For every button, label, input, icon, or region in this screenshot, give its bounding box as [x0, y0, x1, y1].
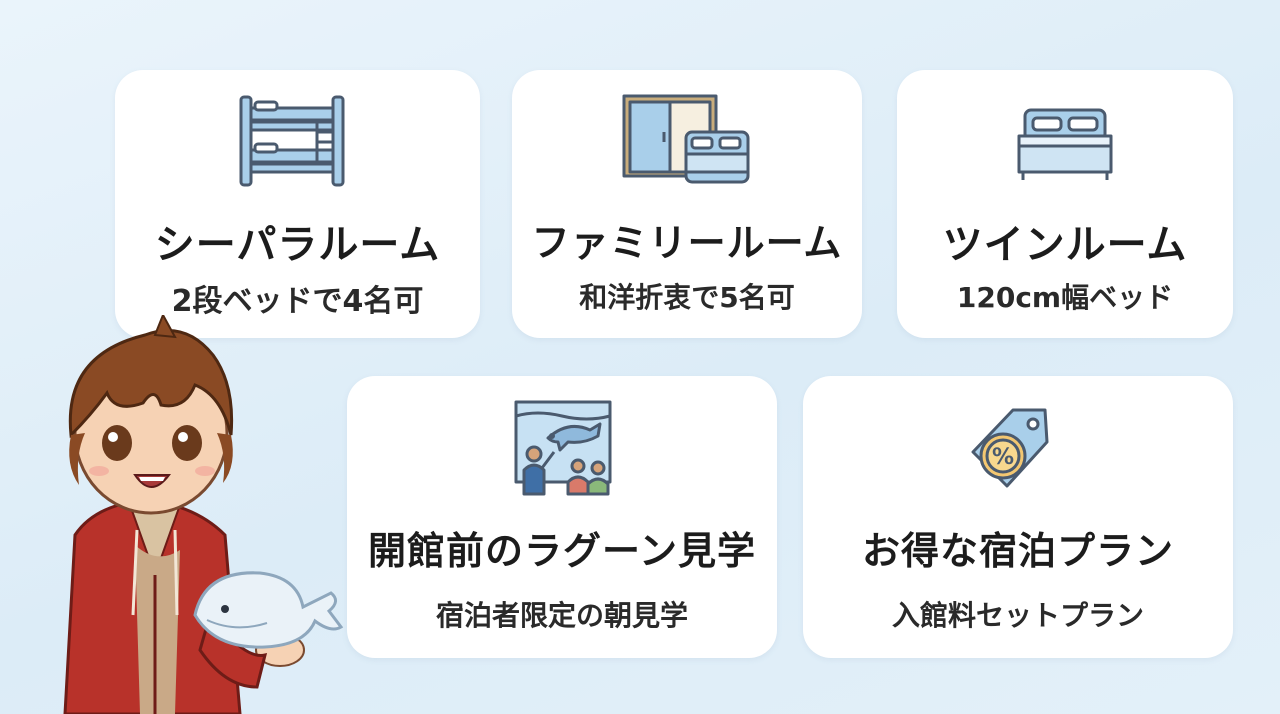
svg-text:%: % — [992, 445, 1014, 470]
card-title: お得な宿泊プラン — [861, 529, 1174, 573]
card-title: ファミリールーム — [531, 221, 843, 265]
card-title: 開館前のラグーン見学 — [367, 529, 757, 573]
card-subtitle: 120cm幅ベッド — [956, 281, 1174, 314]
discount-tag-icon: % — [971, 408, 1049, 488]
card-lagoon-tour: 開館前のラグーン見学 宿泊者限定の朝見学 — [347, 376, 777, 658]
bunk-bed-icon — [239, 95, 345, 187]
card-title: ツインルーム — [942, 222, 1188, 268]
card-seapara-room: シーパラルーム 2段ベッドで4名可 — [115, 70, 480, 338]
card-family-room: ファミリールーム 和洋折衷で5名可 — [512, 70, 862, 338]
card-twin-room: ツインルーム 120cm幅ベッド — [897, 70, 1233, 338]
card-subtitle: 宿泊者限定の朝見学 — [435, 599, 688, 632]
aquarium-dolphin-icon — [514, 400, 612, 496]
card-subtitle: 和洋折衷で5名可 — [579, 281, 795, 314]
double-bed-icon — [1017, 108, 1113, 180]
card-title: シーパラルーム — [154, 222, 441, 268]
card-stay-plan: % お得な宿泊プラン 入館料セットプラン — [803, 376, 1233, 658]
mascot-boy-illustration — [63, 315, 344, 714]
card-subtitle: 2段ベッドで4名可 — [171, 284, 424, 319]
japanese-western-room-icon — [622, 94, 750, 184]
card-subtitle: 入館料セットプラン — [891, 599, 1144, 632]
